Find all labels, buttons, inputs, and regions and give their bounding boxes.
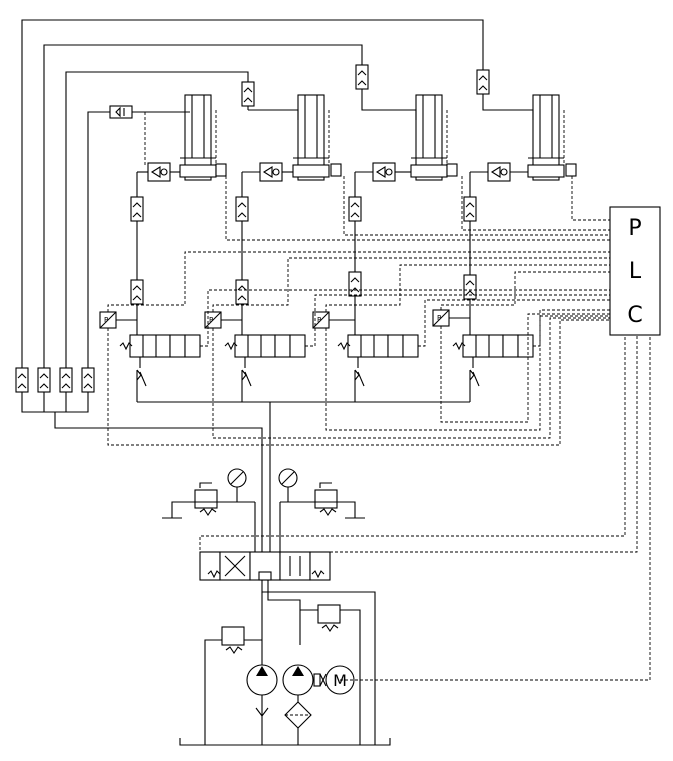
position-sensor-icon: [446, 163, 458, 177]
gauge-right-icon: [278, 468, 298, 502]
pilot-check-valve-icon: [259, 162, 293, 182]
pilot-check-valve-icon: [147, 162, 180, 182]
relief-valve-left: [171, 482, 255, 518]
filter-icon: [284, 701, 312, 729]
check-valve-icon: [235, 196, 249, 222]
cylinder-icon: [179, 94, 217, 181]
directional-valve-icon: [119, 334, 201, 368]
tank-icon: [179, 738, 391, 746]
check-valve-icon: [463, 274, 477, 300]
cylinder-icon: [292, 94, 330, 181]
pressure-sensor-icon: P: [99, 311, 117, 329]
cylinder-icon: [527, 94, 565, 181]
check-valve-icon: [463, 196, 477, 222]
horizontal-check-valve-icon: [109, 105, 146, 165]
check-valve-icon: [348, 196, 362, 222]
pilot-check-valve-icon: [372, 162, 411, 182]
flow-control-icon: [136, 369, 147, 402]
return-lines: [21, 19, 484, 552]
svg-text:P: P: [209, 316, 213, 324]
actuator-column-4: P: [432, 94, 577, 402]
coupling-icon: [313, 673, 327, 687]
pressure-sensor-icon: P: [312, 311, 330, 329]
position-sensor-icon: [330, 163, 342, 177]
actuator-column-3: P: [312, 94, 458, 402]
relief-valve-pump: [317, 604, 341, 632]
directional-valve-icon: [337, 334, 419, 368]
actuator-column-1: P: [99, 94, 227, 402]
check-valve-icon: [81, 367, 95, 393]
check-valve-icon: [130, 279, 144, 305]
plc-letter-l: L: [629, 259, 642, 284]
check-valve-icon: [241, 81, 255, 107]
check-valve-icon: [476, 69, 490, 95]
inlet-check-icon: [255, 707, 269, 717]
svg-text:P: P: [437, 314, 441, 322]
flow-control-icon: [354, 369, 365, 402]
plc-signal-lines: [107, 176, 651, 681]
pump-2-icon: [282, 664, 314, 696]
position-sensor-icon: [215, 163, 227, 177]
gauge-left-icon: [227, 468, 247, 502]
svg-text:P: P: [317, 316, 321, 324]
position-sensor-icon: [565, 163, 577, 177]
check-valve-icon: [37, 367, 51, 393]
pressure-sensor-icon: P: [432, 309, 450, 327]
left-check-valve-bank: [15, 367, 95, 393]
check-valve-icon: [15, 367, 29, 393]
plc-letter-c: C: [627, 303, 642, 328]
pilot-check-valve-icon: [487, 162, 528, 182]
main-directional-valve-icon: [199, 551, 331, 581]
directional-valve-icon: [452, 334, 534, 368]
check-valve-icon: [355, 64, 369, 90]
actuator-column-2: P: [204, 94, 342, 402]
check-valve-icon: [130, 196, 144, 222]
pressure-sensor-icon: P: [204, 311, 222, 329]
relief-valve-right: [280, 482, 356, 518]
motor-label: M: [333, 671, 347, 690]
flow-control-icon: [469, 369, 480, 402]
flow-control-icon: [241, 369, 252, 402]
motor-icon: M: [325, 665, 355, 695]
cylinder-icon: [410, 94, 448, 181]
svg-text:P: P: [104, 316, 108, 324]
check-valve-icon: [348, 271, 362, 297]
directional-valve-icon: [224, 334, 306, 368]
check-valve-icon: [59, 367, 73, 393]
check-valve-icon: [235, 279, 249, 305]
plc-controller: P L C: [609, 206, 661, 336]
pump-1-icon: [246, 664, 278, 696]
relief-valve-lower: [204, 626, 262, 745]
plc-letter-p: P: [628, 216, 641, 241]
